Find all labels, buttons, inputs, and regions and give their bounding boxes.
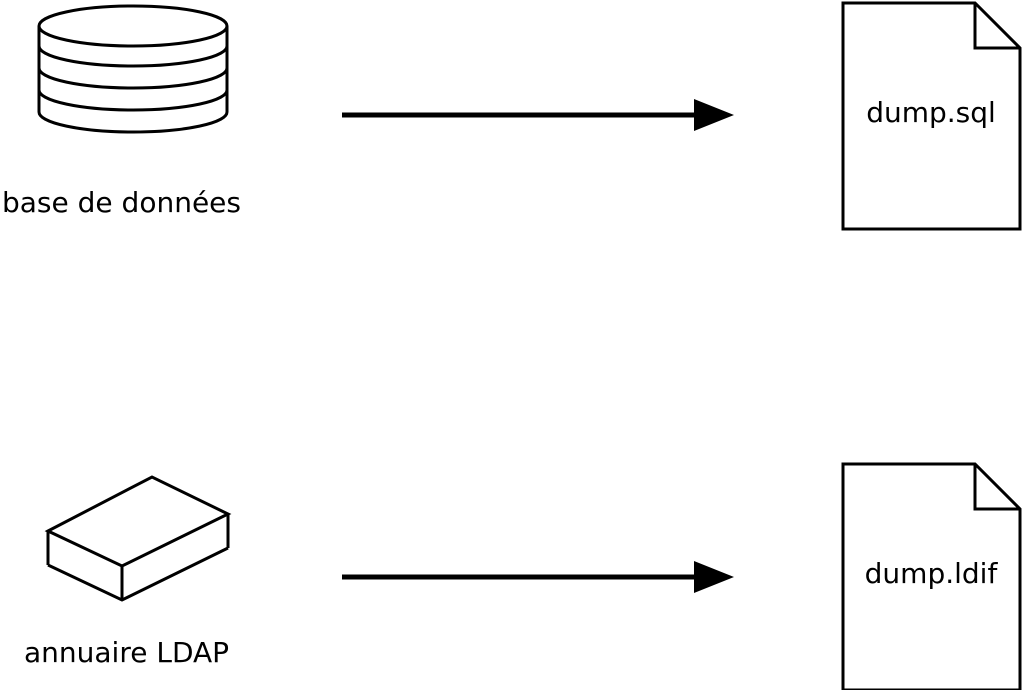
folded-corner-icon [973,3,1020,50]
dump-sql-filename: dump.sql [866,96,996,129]
ldap-label: annuaire LDAP [24,636,230,669]
folded-corner-icon [973,464,1020,511]
dump-ldif-file-icon: dump.ldif [841,462,1022,690]
database-label: base de données [2,186,241,219]
dump-sql-file-icon: dump.sql [841,1,1022,231]
arrow-database-to-dump-sql [342,99,734,131]
arrow-ldap-to-dump-ldif [342,561,734,593]
ldap-box-icon [44,475,232,602]
database-cylinder-icon [37,4,229,134]
dump-ldif-filename: dump.ldif [865,557,999,590]
